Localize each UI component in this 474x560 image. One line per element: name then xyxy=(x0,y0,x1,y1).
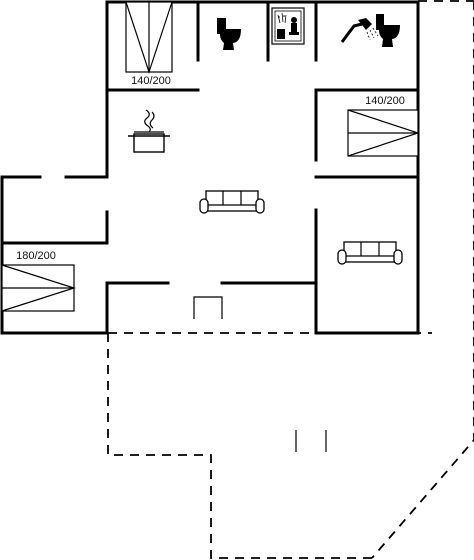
sauna-icon xyxy=(271,7,305,45)
doors xyxy=(193,296,327,452)
sofa-icon xyxy=(199,190,265,214)
sofa-icon xyxy=(337,241,403,265)
interior-walls xyxy=(0,0,420,285)
bed-right: 140/200 xyxy=(347,95,420,157)
bed-left: 180/200 xyxy=(1,250,76,312)
shower-toilet-icon xyxy=(340,14,400,47)
bed-label: 140/200 xyxy=(131,75,171,87)
bed-top-left: 140/200 xyxy=(125,1,173,87)
cooking-pot-icon xyxy=(128,109,170,153)
bed-label: 140/200 xyxy=(365,95,405,107)
exterior-walls xyxy=(0,0,420,335)
toilet-icon xyxy=(217,18,241,50)
bed-label: 180/200 xyxy=(16,250,56,262)
